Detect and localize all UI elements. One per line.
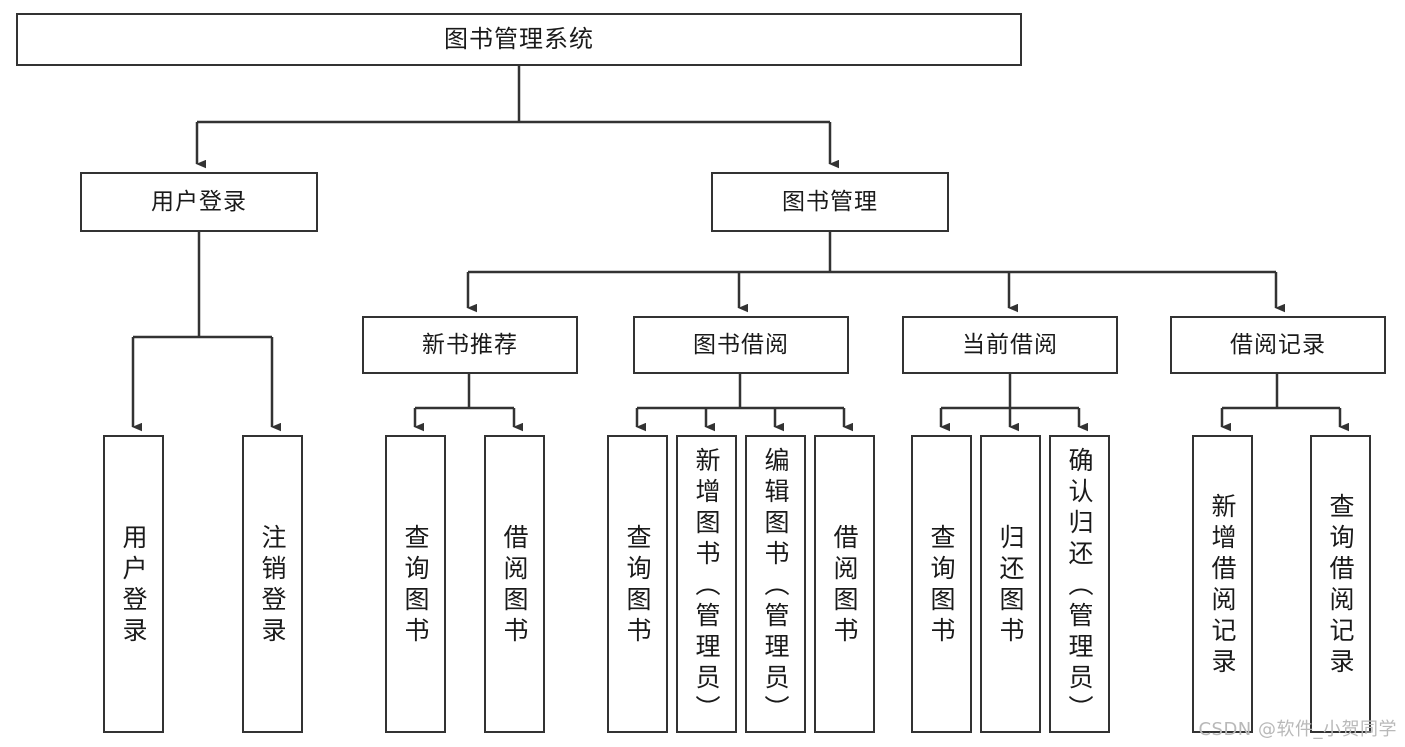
node-current-borrow[interactable]: 当前借阅	[902, 316, 1118, 374]
node-book-manage[interactable]: 图书管理	[711, 172, 949, 232]
node-borrow-record[interactable]: 借阅记录	[1170, 316, 1386, 374]
leaf-confirm-return[interactable]: 确认归还（管理员）	[1049, 435, 1110, 733]
node-new-book-recommend[interactable]: 新书推荐	[362, 316, 578, 374]
node-book-manage-label: 图书管理	[782, 188, 878, 215]
leaf-add-book-label: 新增图书（管理员）	[692, 446, 721, 726]
leaf-query-book-2-label: 查询图书	[623, 524, 652, 648]
leaf-logout-login[interactable]: 注销登录	[242, 435, 303, 733]
leaf-add-record-label: 新增借阅记录	[1208, 493, 1237, 679]
node-root[interactable]: 图书管理系统	[16, 13, 1022, 66]
leaf-query-book-1[interactable]: 查询图书	[385, 435, 446, 733]
leaf-add-book[interactable]: 新增图书（管理员）	[676, 435, 737, 733]
node-book-borrow-label: 图书借阅	[693, 331, 789, 358]
leaf-query-book-3-label: 查询图书	[927, 524, 956, 648]
node-current-borrow-label: 当前借阅	[962, 331, 1058, 358]
leaf-query-record-label: 查询借阅记录	[1326, 493, 1355, 679]
watermark: CSDN @软件_小贺同学	[1198, 719, 1397, 740]
leaf-logout-login-label: 注销登录	[258, 524, 287, 648]
leaf-user-login[interactable]: 用户登录	[103, 435, 164, 733]
node-borrow-record-label: 借阅记录	[1230, 331, 1326, 358]
leaf-borrow-book-1[interactable]: 借阅图书	[484, 435, 545, 733]
node-user-login[interactable]: 用户登录	[80, 172, 318, 232]
leaf-user-login-label: 用户登录	[119, 524, 148, 648]
leaf-edit-book[interactable]: 编辑图书（管理员）	[745, 435, 806, 733]
leaf-edit-book-label: 编辑图书（管理员）	[761, 446, 790, 726]
leaf-borrow-book-2[interactable]: 借阅图书	[814, 435, 875, 733]
leaf-return-book[interactable]: 归还图书	[980, 435, 1041, 733]
leaf-confirm-return-label: 确认归还（管理员）	[1065, 446, 1094, 726]
leaf-query-book-3[interactable]: 查询图书	[911, 435, 972, 733]
leaf-query-book-2[interactable]: 查询图书	[607, 435, 668, 733]
node-book-borrow[interactable]: 图书借阅	[633, 316, 849, 374]
leaf-return-book-label: 归还图书	[996, 524, 1025, 648]
node-new-book-recommend-label: 新书推荐	[422, 331, 518, 358]
leaf-add-record[interactable]: 新增借阅记录	[1192, 435, 1253, 733]
node-root-label: 图书管理系统	[444, 24, 594, 53]
node-user-login-label: 用户登录	[151, 188, 247, 215]
leaf-borrow-book-2-label: 借阅图书	[830, 524, 859, 648]
leaf-query-record[interactable]: 查询借阅记录	[1310, 435, 1371, 733]
leaf-query-book-1-label: 查询图书	[401, 524, 430, 648]
leaf-borrow-book-1-label: 借阅图书	[500, 524, 529, 648]
